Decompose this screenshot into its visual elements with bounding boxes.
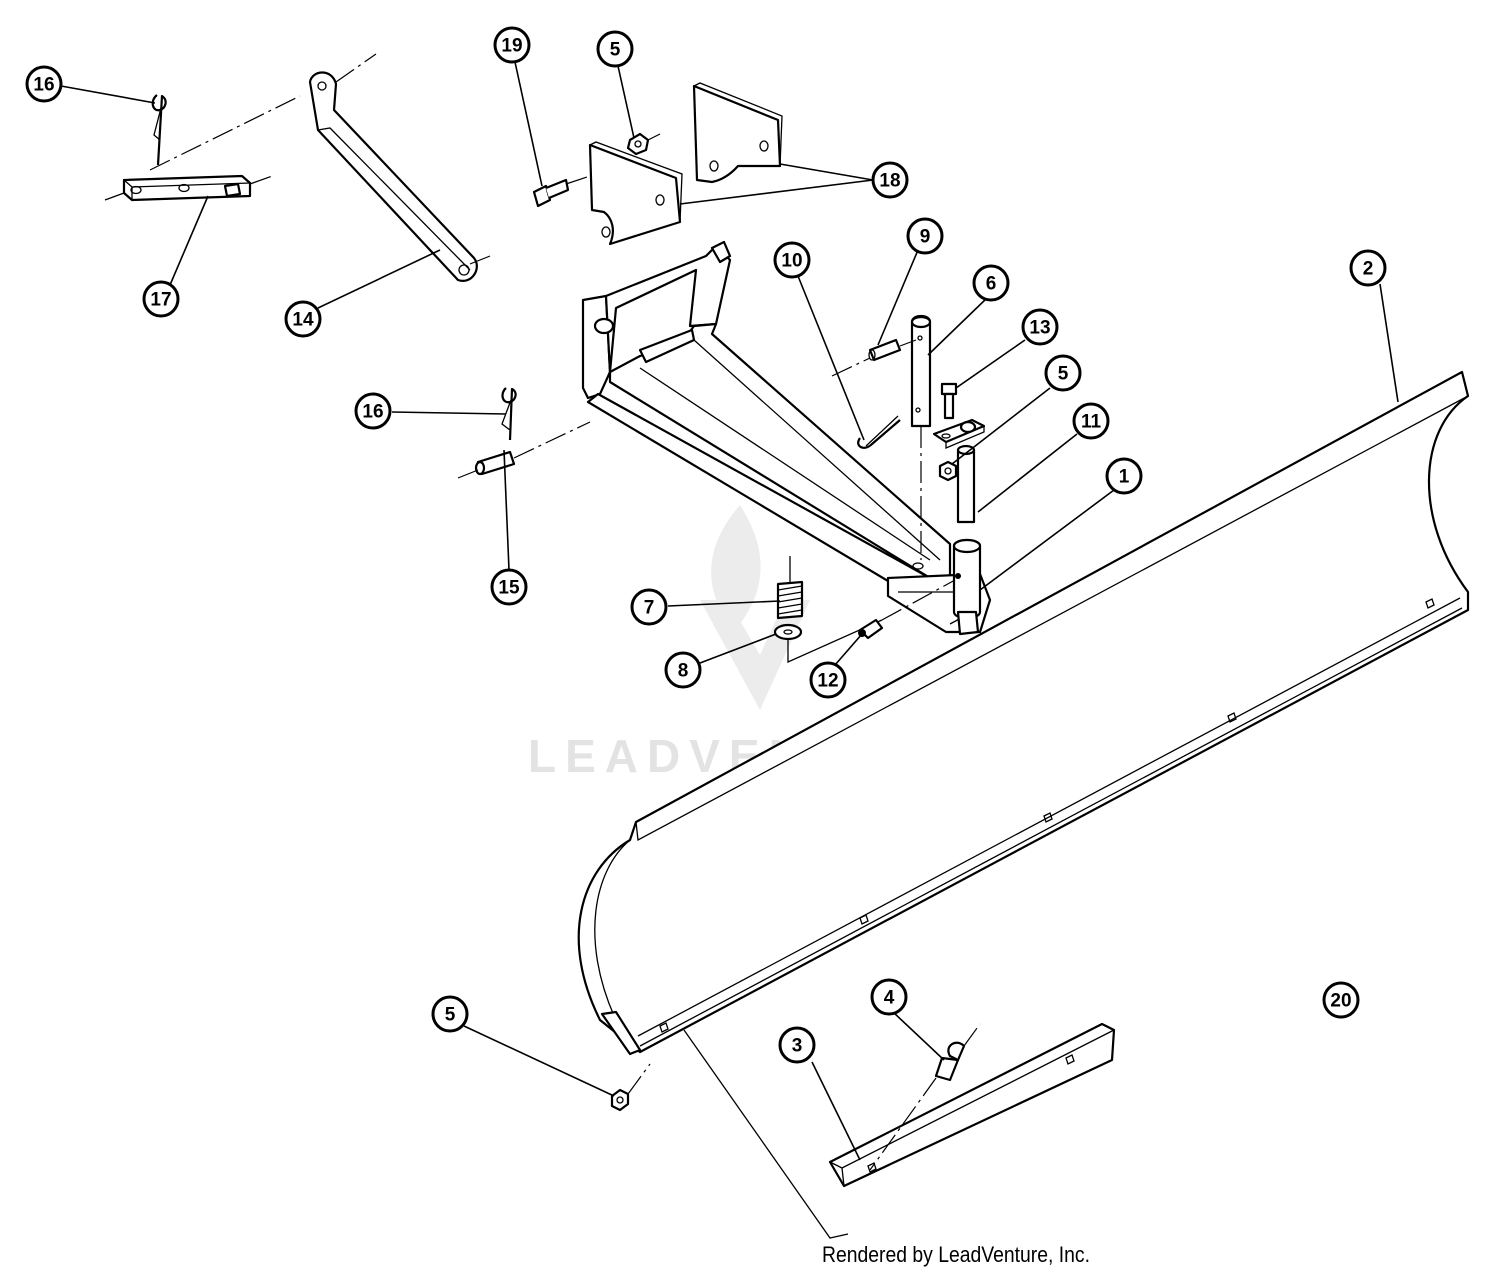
callout-label: 5 — [610, 40, 621, 61]
callout-5-middle: 5 — [1044, 354, 1082, 392]
callout-label: 5 — [1058, 364, 1069, 385]
part-pivot-plate — [932, 418, 986, 449]
part-19-bolt — [532, 175, 591, 208]
callout-12: 12 — [809, 661, 847, 699]
callout-label: 7 — [644, 598, 655, 619]
callout-label: 5 — [445, 1005, 456, 1026]
callout-label: 18 — [879, 171, 900, 192]
callout-label: 15 — [498, 578, 520, 599]
callout-5-lower: 5 — [431, 995, 469, 1033]
part-5-nut-middle — [938, 460, 958, 482]
callout-15: 15 — [490, 568, 528, 606]
part-14-lift-link — [149, 53, 491, 282]
callout-label: 4 — [884, 988, 895, 1009]
part-16-hair-pin-lower — [501, 387, 517, 441]
callout-label: 14 — [292, 310, 314, 331]
callout-11: 11 — [1072, 402, 1110, 440]
part-13-bolt — [940, 382, 958, 420]
callout-label: 2 — [1363, 259, 1374, 280]
part-6-long-pin — [910, 314, 932, 560]
callout-20: 20 — [1322, 981, 1360, 1019]
callout-5-upper: 5 — [596, 30, 634, 68]
part-18-mounting-plate-right — [692, 82, 783, 184]
callout-16-lower: 16 — [354, 392, 392, 430]
callout-label: 9 — [920, 227, 931, 248]
callout-18: 18 — [871, 161, 909, 199]
callout-label: 13 — [1029, 318, 1050, 339]
callout-label: 16 — [362, 402, 383, 423]
callout-3: 3 — [778, 1026, 816, 1064]
callout-label: 19 — [501, 36, 522, 57]
callout-label: 17 — [150, 290, 171, 311]
part-8-washer — [773, 619, 883, 664]
leader-lines — [60, 61, 1399, 1161]
part-2-plow-blade — [577, 370, 1470, 1056]
callout-2: 2 — [1349, 249, 1387, 287]
callout-7: 7 — [630, 588, 668, 626]
callout-1: 1 — [1105, 457, 1143, 495]
callout-4: 4 — [870, 978, 908, 1016]
credit-text: Rendered by LeadVenture, Inc. — [822, 1243, 1090, 1267]
callout-9: 9 — [906, 217, 944, 255]
callout-label: 12 — [817, 671, 838, 692]
callout-label: 20 — [1330, 991, 1351, 1012]
part-12-grease-fitting — [858, 579, 956, 640]
callout-13: 13 — [1021, 308, 1059, 346]
callout-10: 10 — [773, 241, 811, 279]
callout-6: 6 — [972, 264, 1010, 302]
callout-17: 17 — [142, 280, 180, 318]
part-17-hitch-bar — [104, 174, 276, 202]
callout-label: 11 — [1081, 412, 1102, 433]
part-3-wear-bar — [683, 1022, 1116, 1239]
callout-19: 19 — [493, 26, 531, 64]
callout-14: 14 — [284, 300, 322, 338]
callout-label: 16 — [33, 75, 54, 96]
part-18-mounting-plate-left — [588, 141, 683, 246]
part-a-frame — [581, 240, 992, 634]
part-9-roll-pin — [831, 338, 917, 377]
callout-label: 8 — [678, 661, 689, 682]
part-11-spacer-tube — [956, 444, 976, 524]
callout-16-upper: 16 — [25, 65, 63, 103]
callout-label: 6 — [986, 274, 997, 295]
part-1-pivot-tube — [952, 538, 982, 636]
part-7-spring — [776, 556, 804, 620]
part-5-nut-upper — [626, 132, 661, 156]
part-15-clevis-pin — [457, 421, 591, 479]
part-5-nut-lower — [610, 1063, 651, 1112]
part-10-cotter-pin — [857, 415, 901, 449]
part-4-carriage-bolt — [869, 1023, 981, 1171]
callout-label: 3 — [792, 1036, 803, 1057]
callout-8: 8 — [664, 651, 702, 689]
callout-label: 10 — [781, 251, 802, 272]
part-16-hair-pin-upper — [151, 94, 167, 166]
callout-label: 1 — [1119, 467, 1130, 488]
